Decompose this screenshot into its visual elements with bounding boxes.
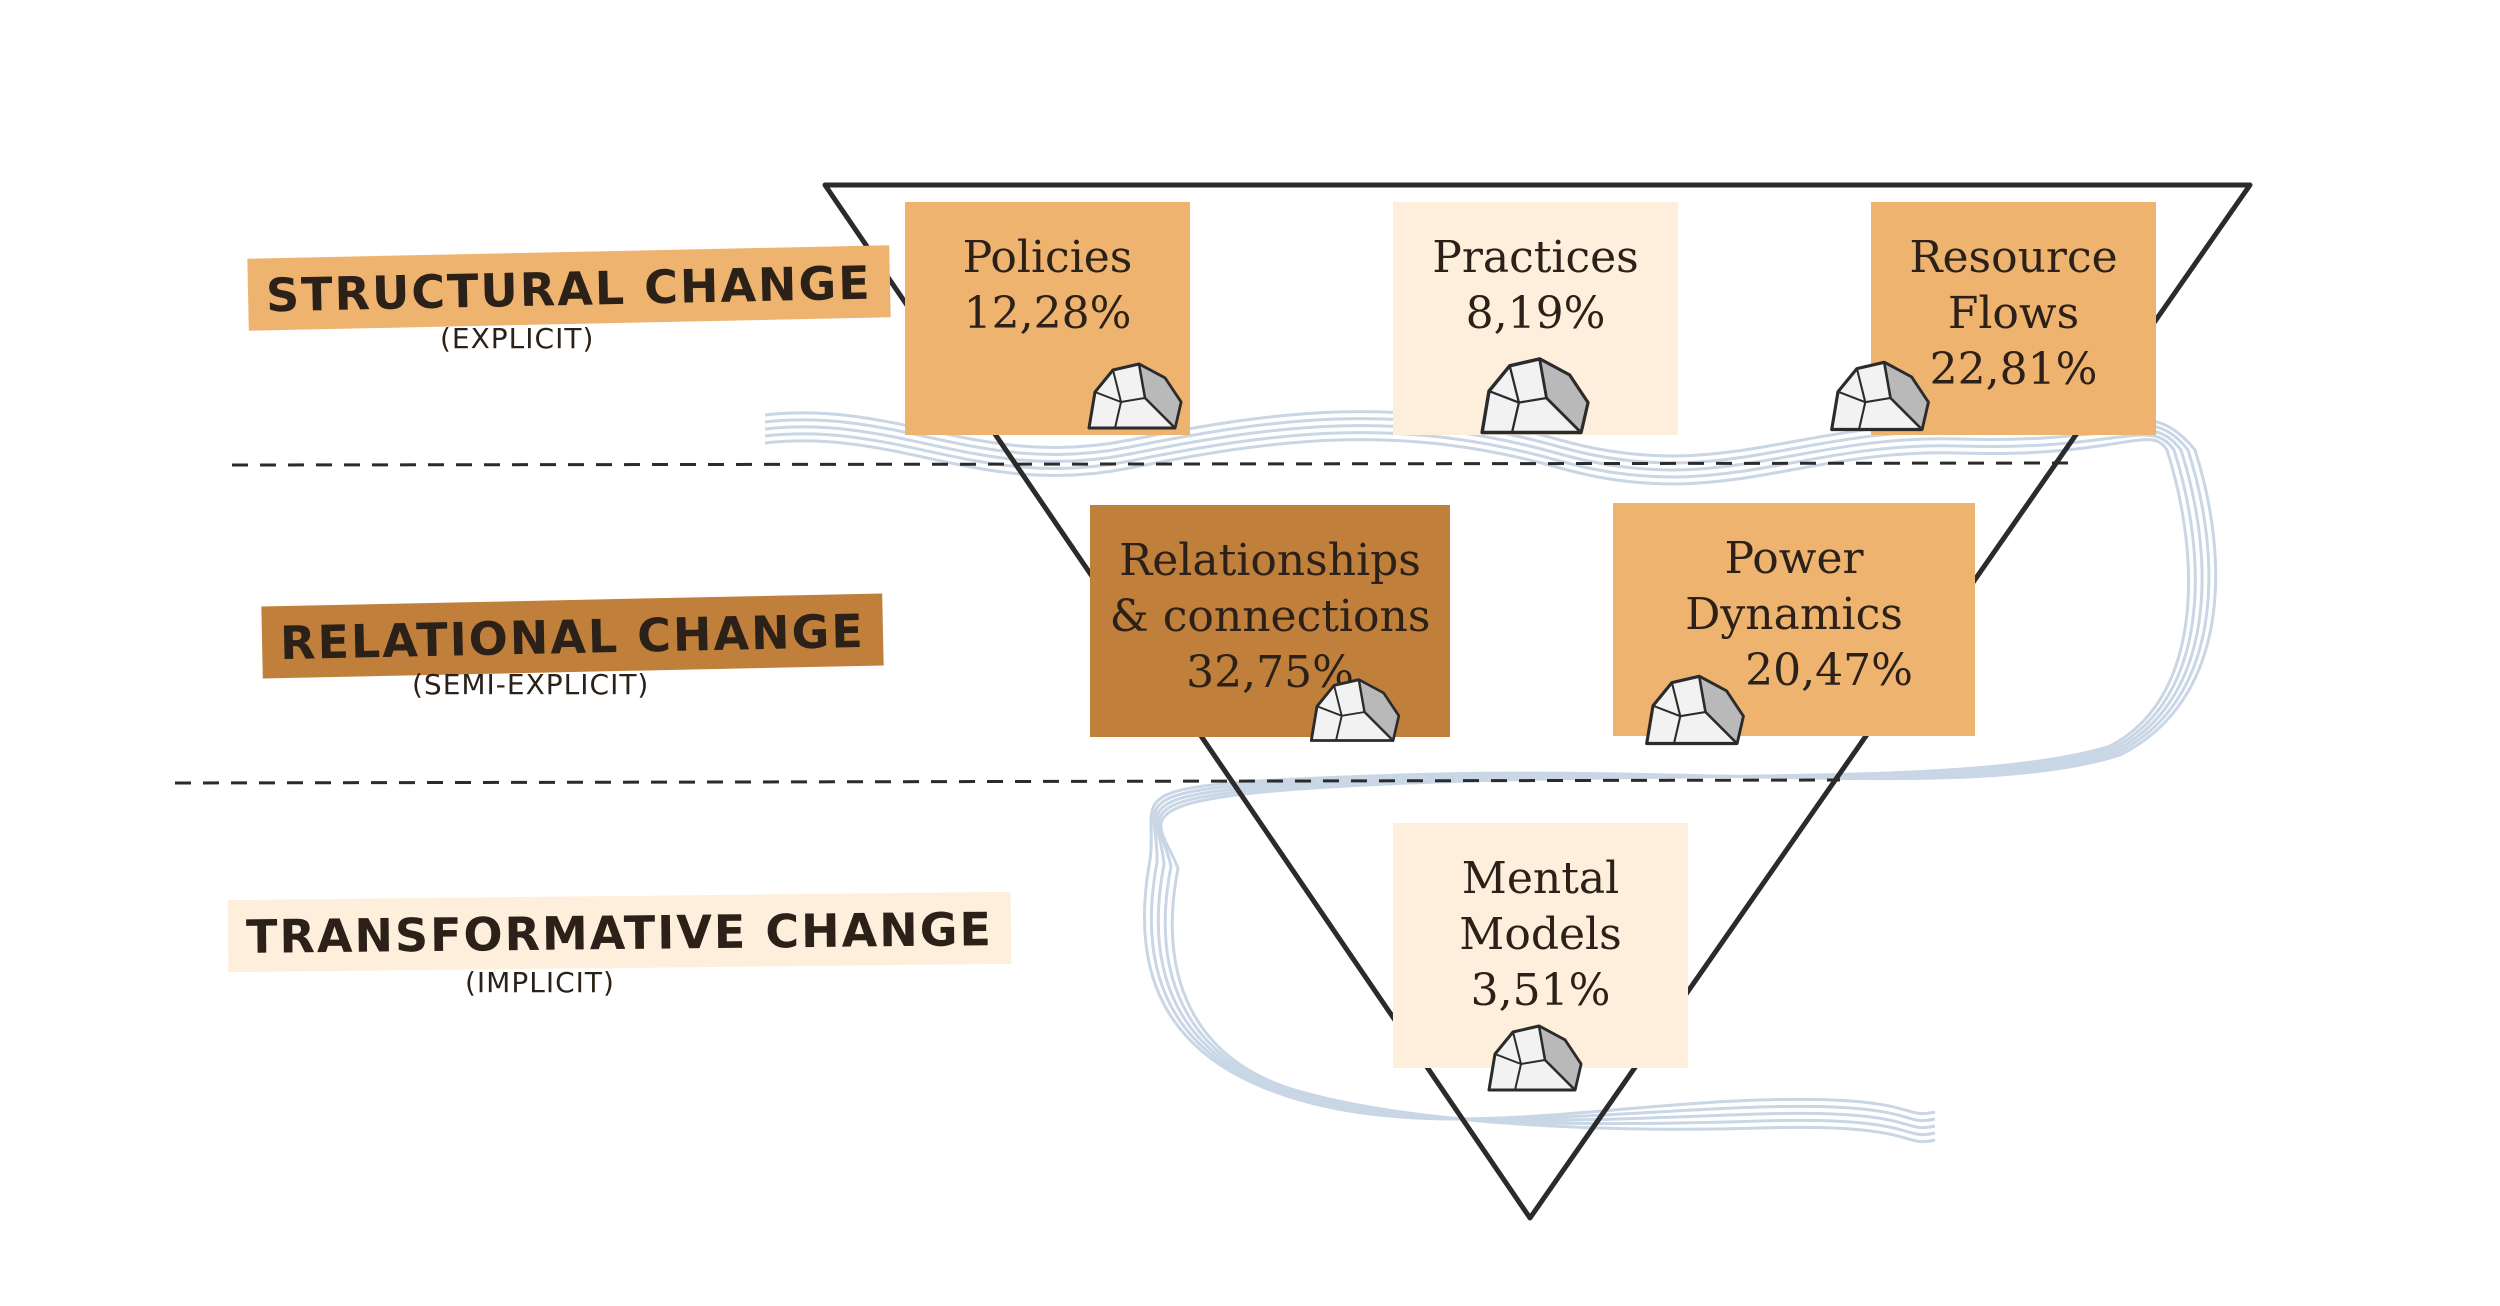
level-structural-subtitle: (EXPLICIT) <box>440 322 595 355</box>
condition-policies-label: Policies <box>962 232 1133 283</box>
condition-resource-flows-label-1: Resource <box>1909 232 2118 283</box>
rock-icon <box>1309 678 1401 742</box>
condition-mental-models-label-1: Mental <box>1461 853 1620 904</box>
condition-practices-label: Practices <box>1432 232 1639 283</box>
condition-resource-flows-label-2: Flows <box>1947 288 2080 339</box>
river-line <box>764 438 2191 1144</box>
rock-icon <box>1830 360 1930 432</box>
condition-resource-flows: Resource Flows 22,81% <box>1871 202 2156 435</box>
condition-resource-flows-percent: 22,81% <box>1929 344 2098 395</box>
condition-relationships-percent: 32,75% <box>1186 647 1354 698</box>
condition-practices-percent: 8,19% <box>1465 288 1606 339</box>
condition-relationships-label-2: & connections <box>1109 591 1431 642</box>
condition-mental-models-percent: 3,51% <box>1470 965 1611 1016</box>
separator-relational-transformative <box>174 778 1841 785</box>
condition-policies-percent: 12,28% <box>963 288 1132 339</box>
condition-power-dynamics-label-2: Dynamics <box>1685 589 1903 640</box>
rock-icon <box>1087 362 1183 430</box>
rock-icon <box>1645 674 1745 746</box>
rock-icon <box>1487 1024 1583 1092</box>
condition-power-dynamics-percent: 20,47% <box>1745 645 1913 696</box>
level-transformative-subtitle: (IMPLICIT) <box>465 966 615 999</box>
condition-relationships-label-1: Relationships <box>1119 535 1421 586</box>
condition-mental-models-label-2: Models <box>1459 909 1622 960</box>
level-relational-subtitle: (SEMI-EXPLICIT) <box>412 668 650 701</box>
rock-icon <box>1480 357 1590 435</box>
condition-relationships: Relationships & connections 32,75% <box>1090 505 1450 737</box>
condition-power-dynamics-label-1: Power <box>1724 533 1864 584</box>
